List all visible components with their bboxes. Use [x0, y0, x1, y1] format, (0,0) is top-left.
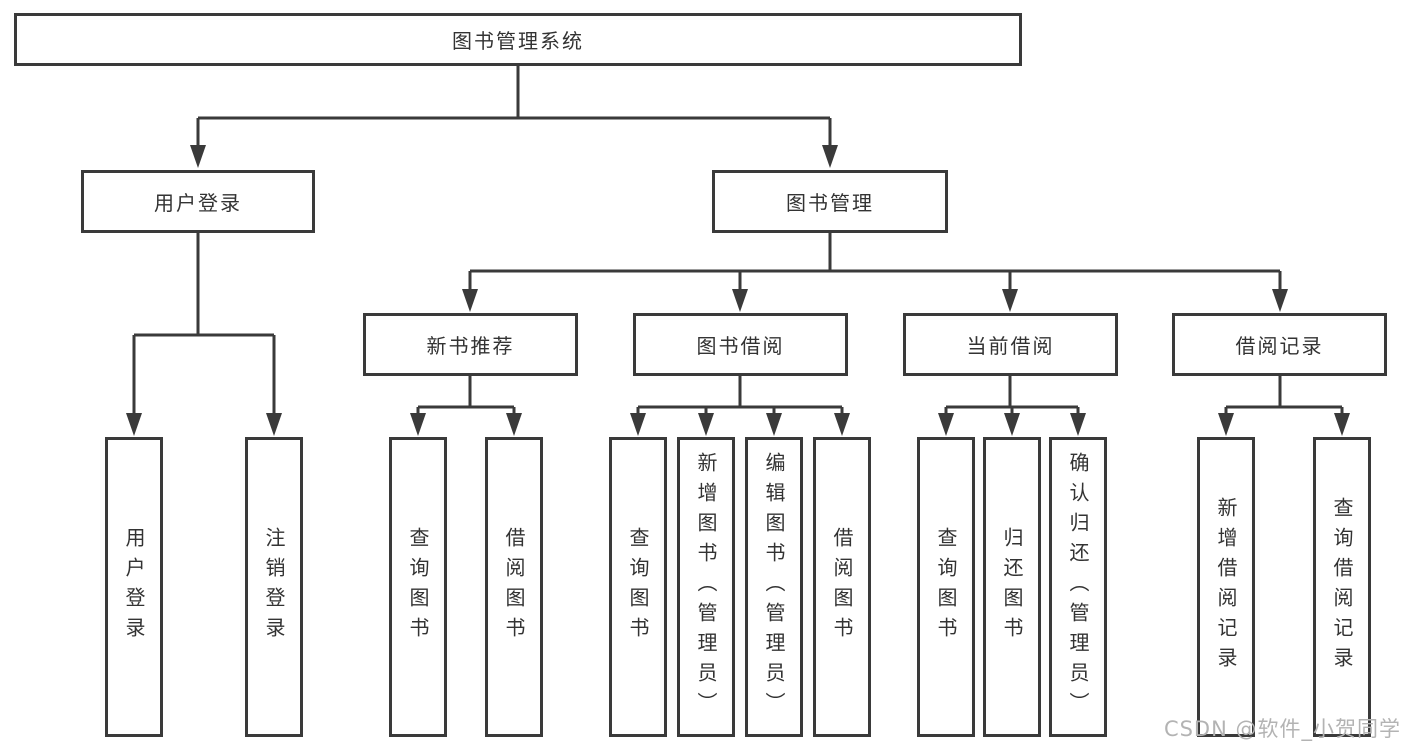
arrow-down-icon	[126, 413, 142, 436]
arrow-down-icon	[1272, 289, 1288, 312]
leaf-label: 借阅图书	[830, 527, 854, 647]
arrow-down-icon	[1002, 289, 1018, 312]
arrow-down-icon	[834, 413, 850, 436]
leaf-label: 查询借阅记录	[1330, 497, 1354, 677]
arrow-down-icon	[1218, 413, 1234, 436]
arrow-down-icon	[266, 413, 282, 436]
leaf-confirm-return-admin: 确认归还（管理员）	[1049, 437, 1107, 737]
node-book-borrow: 图书借阅	[633, 313, 848, 376]
leaf-user-login: 用户登录	[105, 437, 163, 737]
arrow-down-icon	[822, 145, 838, 168]
arrow-down-icon	[1004, 413, 1020, 436]
leaf-label: 编辑图书（管理员）	[762, 452, 786, 722]
node-new-book-recommend: 新书推荐	[363, 313, 578, 376]
leaf-query-books-current: 查询图书	[917, 437, 975, 737]
arrow-down-icon	[938, 413, 954, 436]
leaf-label: 查询图书	[934, 527, 958, 647]
leaf-query-borrow-record: 查询借阅记录	[1313, 437, 1371, 737]
node-current-borrow: 当前借阅	[903, 313, 1118, 376]
leaf-label: 新增图书（管理员）	[694, 452, 718, 722]
leaf-label: 查询图书	[626, 527, 650, 647]
arrow-down-icon	[506, 413, 522, 436]
arrow-down-icon	[698, 413, 714, 436]
node-root: 图书管理系统	[14, 13, 1022, 66]
leaf-label: 新增借阅记录	[1214, 497, 1238, 677]
leaf-borrow-books: 借阅图书	[813, 437, 871, 737]
leaf-label: 借阅图书	[502, 527, 526, 647]
leaf-label: 用户登录	[122, 527, 146, 647]
leaf-label: 查询图书	[406, 527, 430, 647]
arrow-down-icon	[1334, 413, 1350, 436]
watermark-text: CSDN @软件_小贺同学	[1163, 717, 1401, 741]
leaf-label: 归还图书	[1000, 527, 1024, 647]
arrow-down-icon	[630, 413, 646, 436]
arrow-down-icon	[766, 413, 782, 436]
arrow-down-icon	[1070, 413, 1086, 436]
leaf-borrow-books-recommend: 借阅图书	[485, 437, 543, 737]
leaf-logout: 注销登录	[245, 437, 303, 737]
leaf-label: 确认归还（管理员）	[1066, 452, 1090, 722]
leaf-query-books-borrow: 查询图书	[609, 437, 667, 737]
leaf-edit-books-admin: 编辑图书（管理员）	[745, 437, 803, 737]
leaf-query-books-recommend: 查询图书	[389, 437, 447, 737]
arrow-down-icon	[190, 145, 206, 168]
leaf-add-borrow-record: 新增借阅记录	[1197, 437, 1255, 737]
node-user-login: 用户登录	[81, 170, 315, 233]
leaf-add-books-admin: 新增图书（管理员）	[677, 437, 735, 737]
leaf-return-books: 归还图书	[983, 437, 1041, 737]
node-borrow-records: 借阅记录	[1172, 313, 1387, 376]
arrow-down-icon	[462, 289, 478, 312]
arrow-down-icon	[410, 413, 426, 436]
leaf-label: 注销登录	[262, 527, 286, 647]
node-book-management: 图书管理	[712, 170, 948, 233]
arrow-down-icon	[732, 289, 748, 312]
